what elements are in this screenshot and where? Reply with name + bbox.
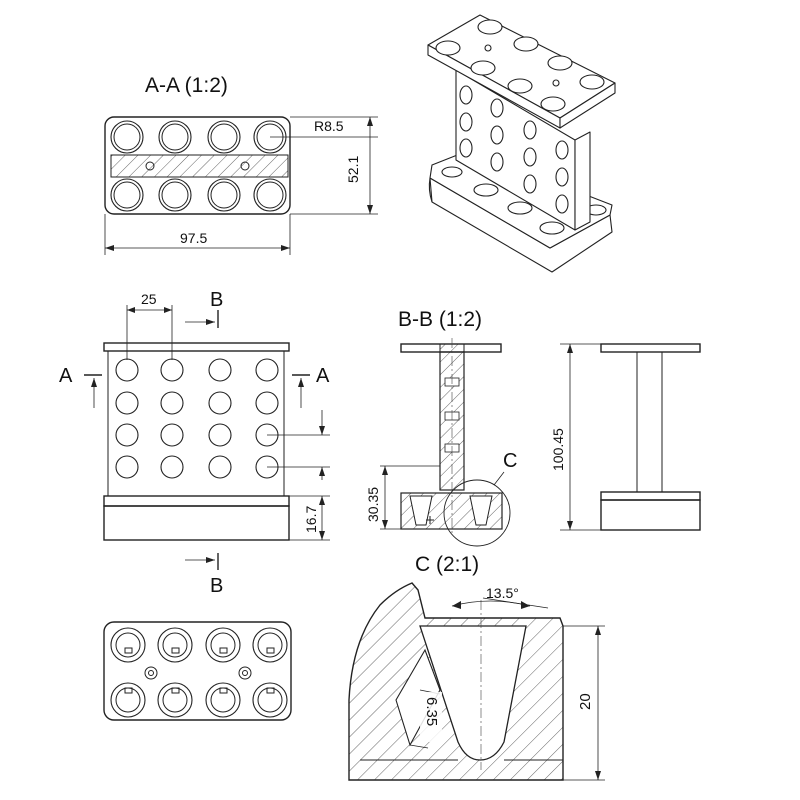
- bb-left-well: [409, 495, 433, 526]
- section-a-left-marker: A: [59, 365, 73, 387]
- well-depth-label: 20: [577, 693, 594, 710]
- bottom-outline: [103, 621, 292, 721]
- side-post: [636, 351, 663, 493]
- detail-c-callout-circle: [443, 479, 511, 547]
- bottom-view: [103, 621, 292, 721]
- width-aa-label: 52.1: [345, 156, 361, 183]
- length-aa-label: 97.5: [180, 230, 207, 246]
- side-view: 100.45: [550, 343, 701, 531]
- detail-c-title: C (2:1): [415, 553, 479, 576]
- detail-c-view: C (2:1) 13.5° 20 6.35: [348, 553, 605, 781]
- section-aa-hatched-rail: [110, 154, 289, 178]
- section-a-right-marker: A: [316, 365, 330, 387]
- section-aa-view: A-A (1:2) R8: [104, 74, 378, 255]
- section-bb-view: B-B (1:2) 30.35 C: [365, 308, 517, 547]
- section-b-bottom-marker: B: [210, 575, 223, 597]
- isometric-view: [427, 14, 616, 273]
- side-base: [600, 499, 701, 531]
- pitch-label: 25: [141, 291, 157, 307]
- front-base: [103, 505, 290, 541]
- bottom-screw-right: [238, 666, 252, 680]
- front-view: 25 B B A A 16.7: [59, 289, 330, 597]
- section-aa-bottom-holes: [110, 178, 287, 212]
- base-height-label: 16.7: [303, 506, 319, 533]
- section-aa-screw-left: [145, 161, 155, 171]
- section-bb-title: B-B (1:2): [398, 308, 482, 331]
- bottom-screw-left: [144, 666, 158, 680]
- section-height-label: 30.35: [365, 487, 381, 522]
- iso-plate-holes: [459, 85, 569, 214]
- wall-width-label: 6.35: [423, 697, 440, 726]
- detail-c-outline: [348, 582, 564, 781]
- front-hole-grid: [115, 358, 279, 479]
- radius-label: R8.5: [314, 118, 344, 134]
- section-aa-outline: [104, 116, 291, 215]
- front-base-top: [103, 495, 290, 507]
- taper-angle-label: 13.5°: [486, 585, 519, 601]
- section-b-top-marker: B: [210, 289, 223, 311]
- detail-c-callout-label: C: [503, 450, 517, 472]
- detail-c-well: [419, 625, 527, 761]
- detail-c-pocket: [395, 648, 441, 747]
- section-aa-screw-right: [240, 161, 250, 171]
- bottom-hole-grid: [110, 627, 288, 718]
- side-top-rim: [600, 343, 701, 353]
- front-top-rim: [103, 342, 290, 352]
- bb-right-well: [469, 495, 493, 526]
- section-aa-top-holes: [110, 120, 287, 154]
- section-aa-title: A-A (1:2): [145, 74, 228, 97]
- iso-top-holes: [435, 19, 605, 112]
- iso-base-holes: [441, 166, 607, 235]
- overall-height-label: 100.45: [550, 428, 566, 471]
